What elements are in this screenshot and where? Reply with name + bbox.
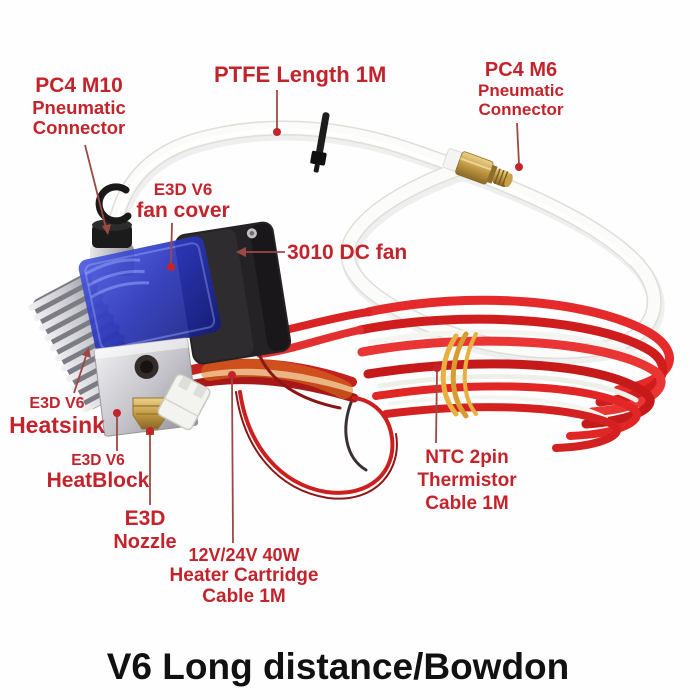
- label-pc4-m10-line1: PC4 M10: [35, 74, 123, 97]
- label-thermistor-line3: Cable 1M: [425, 493, 509, 515]
- label-pc4-m6-line2: Pneumatic: [478, 81, 564, 101]
- label-pc4-m10-line3: Connector: [32, 117, 126, 139]
- label-heatblock-line2: HeatBlock: [46, 469, 150, 493]
- leader-thermistor: [433, 364, 441, 444]
- label-heatsink: E3D V6 Heatsink: [8, 395, 106, 439]
- label-thermistor-line2: Thermistor: [417, 470, 517, 492]
- label-pc4-m10-line2: Pneumatic: [32, 96, 126, 118]
- image-title: V6 Long distance/Bowdon: [106, 646, 570, 687]
- jst-connector: [157, 373, 211, 431]
- label-pc4-m6: PC4 M6 Pneumatic Connector: [461, 59, 581, 119]
- label-fan-cover: E3D V6 fan cover: [126, 180, 240, 223]
- label-nozzle-line1: E3D: [124, 507, 166, 530]
- label-pc4-m6-line3: Connector: [478, 100, 564, 120]
- label-heatblock: E3D V6 HeatBlock: [42, 452, 154, 493]
- label-thermistor: NTC 2pin Thermistor Cable 1M: [403, 446, 531, 516]
- label-heater-line3: Cable 1M: [202, 586, 286, 608]
- label-heater-line1: 12V/24V 40W: [188, 545, 300, 565]
- leader-pc4-m10: [84, 144, 111, 235]
- label-ptfe: PTFE Length 1M: [214, 62, 387, 87]
- label-pc4-m10: PC4 M10 Pneumatic Connector: [16, 74, 142, 139]
- label-heater: 12V/24V 40W Heater Cartridge Cable 1M: [148, 545, 340, 608]
- label-heatsink-line1: E3D V6: [29, 395, 85, 412]
- rubber-band: [440, 331, 478, 419]
- label-fan-cover-line2: fan cover: [136, 199, 230, 223]
- label-dc-fan: 3010 DC fan: [287, 241, 408, 264]
- fan-cover: [78, 236, 221, 356]
- label-nozzle: E3D Nozzle: [106, 507, 184, 553]
- zip-tie: [310, 112, 330, 173]
- leader-ptfe: [273, 90, 281, 136]
- heater-cartridge-cable: [187, 350, 398, 500]
- cable-clip: [95, 183, 132, 225]
- label-heater-line2: Heater Cartridge: [169, 565, 319, 587]
- label-thermistor-line1: NTC 2pin: [425, 447, 509, 468]
- pc4-m6-connector: [442, 148, 513, 188]
- label-pc4-m6-line1: PC4 M6: [484, 59, 558, 81]
- leader-heatblock: [113, 409, 121, 451]
- leader-nozzle: [146, 427, 154, 505]
- leader-fan-cover: [167, 222, 175, 271]
- ptfe-tube: [104, 120, 665, 365]
- leader-lines: [73, 90, 523, 544]
- leader-dc-fan: [236, 247, 285, 257]
- leader-heatsink: [73, 347, 91, 394]
- leader-pc4-m6: [515, 122, 523, 171]
- label-heatblock-line1: E3D V6: [71, 452, 125, 469]
- label-heatsink-line2: Heatsink: [9, 411, 105, 438]
- leader-heater: [228, 371, 236, 544]
- label-fan-cover-line1: E3D V6: [153, 180, 213, 199]
- label-nozzle-line2: Nozzle: [113, 530, 177, 553]
